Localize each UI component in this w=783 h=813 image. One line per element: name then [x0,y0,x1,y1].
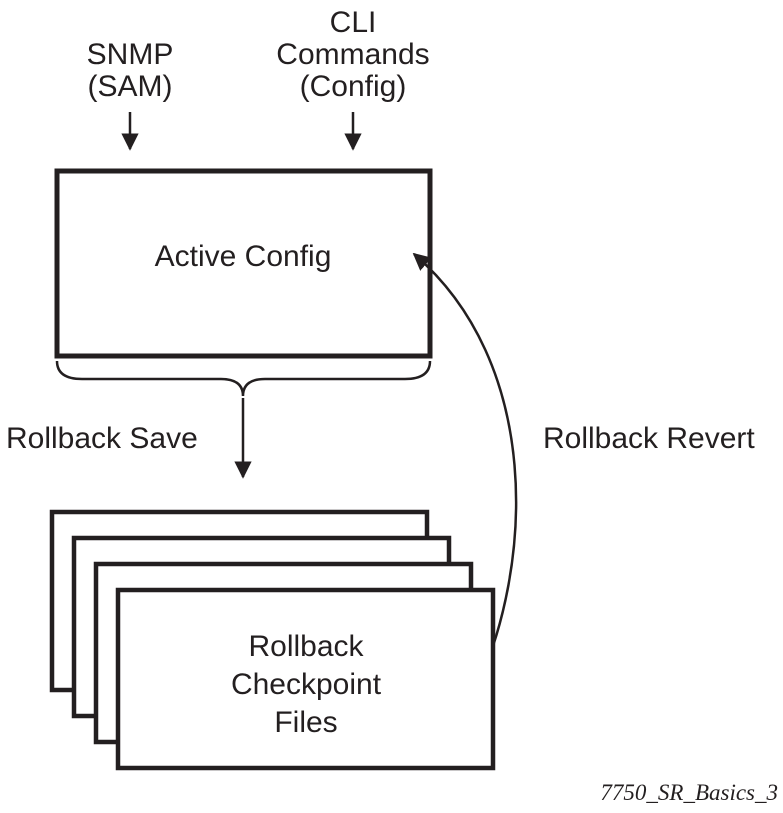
active-config-label: Active Config [155,240,332,273]
checkpoint-label-line2: Checkpoint [231,668,382,701]
cli-label-line2: Commands [276,38,429,71]
brace [55,360,432,397]
checkpoint-stack-layer-front [115,587,496,771]
rollback-save-label: Rollback Save [6,422,198,455]
cli-label-line1: CLI [330,6,377,39]
figure-id-label: 7750_SR_Basics_3 [600,780,778,805]
rollback-revert-arrow [412,252,518,695]
active-config-box [54,168,433,359]
checkpoint-label-line3: Files [274,706,337,739]
rollback-revert-label: Rollback Revert [543,422,755,455]
snmp-label-line1: SNMP [87,38,174,71]
cli-label-line3: (Config) [300,70,407,103]
checkpoint-label-line1: Rollback [248,630,364,663]
snmp-label-line2: (SAM) [88,70,173,103]
